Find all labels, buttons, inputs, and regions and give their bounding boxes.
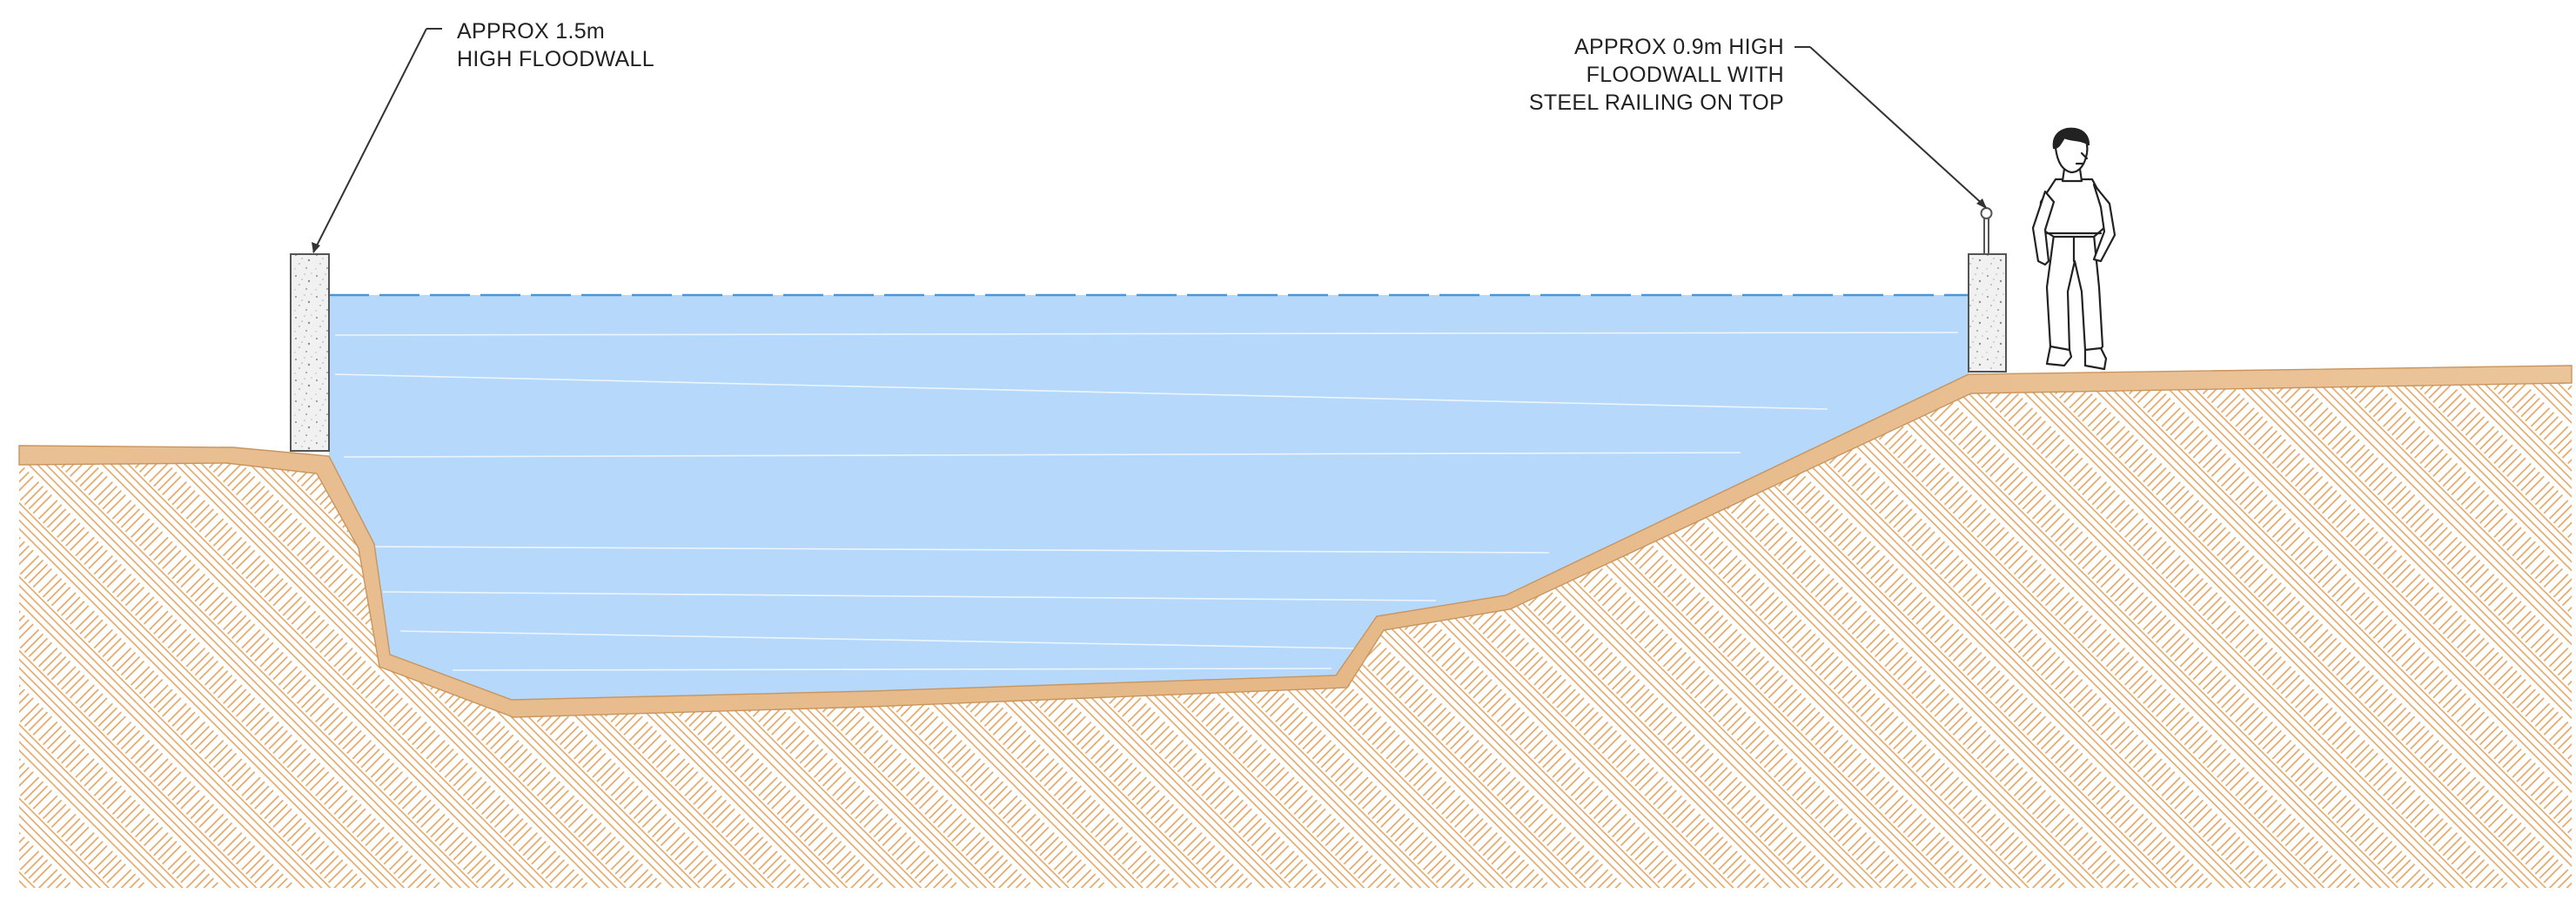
person-figure xyxy=(2031,127,2116,371)
right-floodwall xyxy=(1968,253,2007,373)
annotation-arrowheads xyxy=(312,198,1987,253)
steel-railing-post xyxy=(1980,207,1993,255)
topsoil-band xyxy=(18,365,2573,718)
left-annotation-line-2: HIGH FLOODWALL xyxy=(457,47,654,71)
ground-hatched-fill xyxy=(19,366,2572,888)
right-annotation-line-1: APPROX 0.9m HIGH xyxy=(1574,35,1784,59)
river-water xyxy=(329,295,1969,700)
right-annotation-line-2: FLOODWALL WITH xyxy=(1586,63,1784,87)
left-floodwall-annotation: APPROX 1.5m HIGH FLOODWALL xyxy=(457,17,654,73)
right-annotation-line-3: STEEL RAILING ON TOP xyxy=(1528,91,1784,115)
right-floodwall-annotation: APPROX 0.9m HIGH FLOODWALL WITH STEEL RA… xyxy=(1479,33,1784,117)
left-floodwall xyxy=(290,253,330,452)
water-reflection-lines xyxy=(334,332,1959,671)
left-annotation-line-1: APPROX 1.5m xyxy=(457,19,606,44)
annotation-leaders xyxy=(312,28,1987,253)
